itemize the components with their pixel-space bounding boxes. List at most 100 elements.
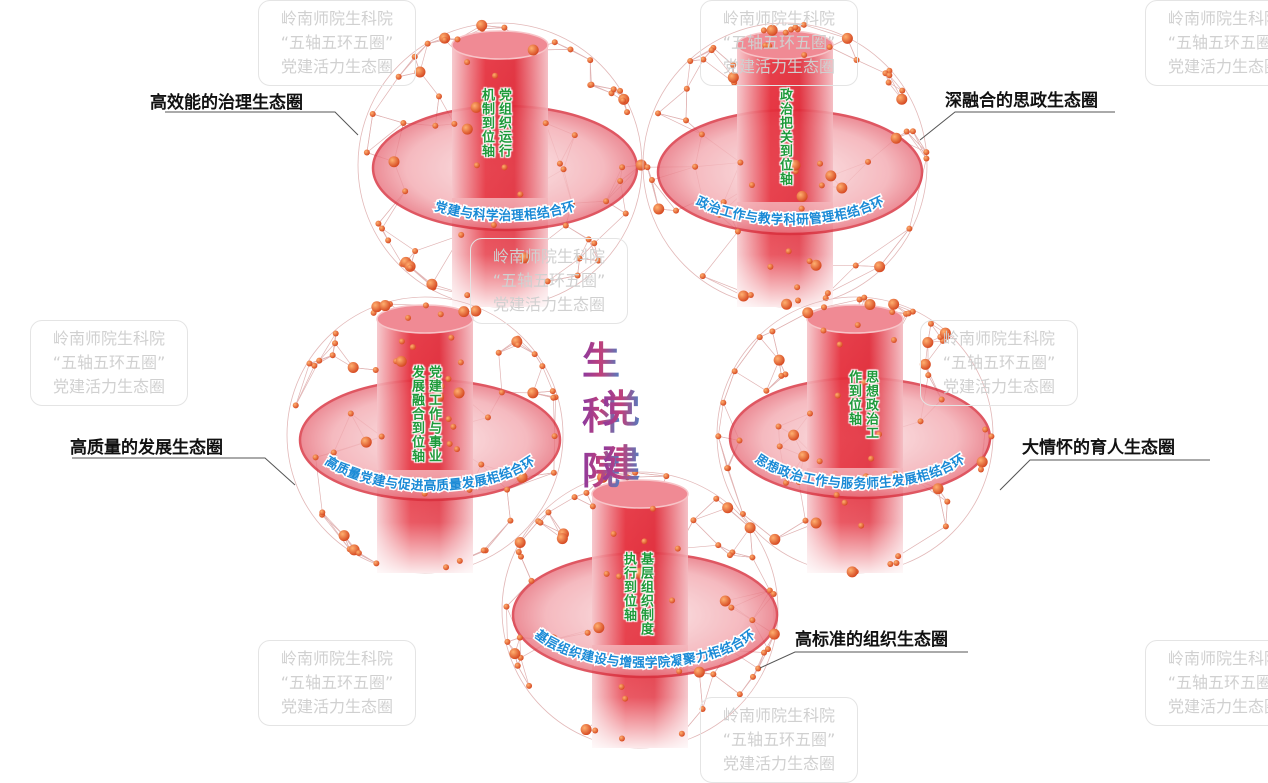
- node-dot: [836, 341, 843, 348]
- node-dot: [454, 36, 461, 43]
- node-dot: [480, 100, 487, 107]
- node-dot: [517, 553, 524, 560]
- node-dot: [852, 262, 859, 269]
- node-dot: [509, 648, 521, 660]
- watermark: 岭南师院生科院“五轴五环五圈”党建活力生态圈: [1145, 0, 1268, 86]
- watermark-line: 党建活力生态圈: [1167, 697, 1268, 716]
- node-dot: [624, 474, 631, 481]
- node-dot: [662, 653, 669, 660]
- node-dot: [692, 163, 699, 170]
- node-dot: [764, 646, 771, 653]
- node-dot: [492, 72, 499, 79]
- node-dot: [319, 509, 326, 516]
- node-dot: [982, 426, 989, 433]
- node-dot: [716, 211, 723, 218]
- node-dot: [480, 547, 487, 554]
- axis-label: 基层组织制度执行到位轴: [621, 552, 653, 636]
- node-dot: [841, 499, 848, 506]
- sphere-governance: 党建与科学治理相结合环: [357, 19, 647, 308]
- axis-label: 党建工作与事业发展融合到位轴: [409, 365, 441, 463]
- watermark-line: “五轴五环五圈”: [280, 33, 394, 52]
- node-dot: [355, 549, 362, 556]
- node-dot: [836, 182, 848, 194]
- node-dot: [618, 735, 625, 742]
- node-dot: [571, 132, 578, 139]
- watermark-line: “五轴五环五圈”: [492, 271, 606, 290]
- node-dot: [794, 284, 801, 291]
- watermark-line: 党建活力生态圈: [942, 377, 1055, 396]
- node-dot: [424, 40, 431, 47]
- node-dot: [698, 131, 705, 138]
- node-dot: [988, 433, 995, 440]
- watermark-line: 党建活力生态圈: [280, 57, 393, 76]
- node-dot: [826, 44, 833, 51]
- node-dot: [446, 440, 453, 447]
- node-dot: [919, 358, 931, 370]
- node-dot: [876, 431, 883, 438]
- node-dot: [516, 634, 523, 641]
- node-dot: [722, 502, 734, 514]
- node-dot: [766, 42, 773, 49]
- node-dot: [644, 164, 651, 171]
- node-dot: [562, 222, 569, 229]
- node-dot: [375, 220, 382, 227]
- node-dot: [687, 57, 694, 64]
- node-dot: [597, 471, 609, 483]
- node-dot: [458, 306, 470, 318]
- node-dot: [710, 671, 717, 678]
- node-dot: [443, 564, 450, 571]
- circle-label: 高质量的发展生态圈: [70, 438, 223, 458]
- node-dot: [433, 391, 445, 403]
- node-dot: [363, 149, 370, 156]
- node-dot: [441, 36, 448, 43]
- node-dot: [588, 81, 595, 88]
- node-dot: [923, 149, 930, 156]
- node-dot: [737, 290, 749, 302]
- node-dot: [617, 87, 624, 94]
- node-dot: [760, 649, 767, 656]
- node-dot: [938, 396, 945, 403]
- node-dot: [767, 263, 774, 270]
- node-dot: [624, 109, 631, 116]
- node-dot: [778, 372, 785, 379]
- node-dot: [690, 517, 697, 524]
- node-dot: [405, 314, 412, 321]
- node-dot: [683, 117, 690, 124]
- node-dot: [673, 207, 680, 214]
- node-dot: [744, 522, 756, 534]
- node-dot: [385, 237, 392, 244]
- node-dot: [747, 291, 754, 298]
- axis-label: 党组织运行机制到位轴: [479, 88, 511, 158]
- node-dot: [769, 328, 776, 335]
- node-dot: [620, 97, 627, 104]
- node-dot: [499, 92, 511, 104]
- node-dot: [464, 59, 471, 66]
- node-dot: [810, 517, 822, 529]
- watermark-line: 党建活力生态圈: [52, 377, 165, 396]
- node-dot: [457, 359, 464, 366]
- node-dot: [795, 297, 802, 304]
- watermark-line: 党建活力生态圈: [722, 754, 835, 773]
- node-dot: [571, 494, 578, 501]
- node-dot: [699, 195, 706, 202]
- node-dot: [556, 160, 563, 167]
- node-dot: [332, 330, 339, 337]
- node-dot: [603, 570, 610, 577]
- node-dot: [551, 39, 558, 46]
- node-dot: [736, 691, 743, 698]
- node-dot: [782, 29, 789, 36]
- node-dot: [622, 695, 629, 702]
- node-dot: [450, 423, 457, 430]
- node-dot: [518, 252, 530, 264]
- watermark: 岭南师院生科院“五轴五环五圈”党建活力生态圈: [470, 238, 628, 324]
- node-dot: [432, 122, 439, 129]
- node-dot: [338, 530, 350, 542]
- node-dot: [887, 561, 894, 568]
- node-dot: [622, 606, 629, 613]
- node-dot: [395, 73, 402, 80]
- node-dot: [422, 302, 429, 309]
- watermark-line: “五轴五环五圈”: [942, 353, 1056, 372]
- node-dot: [445, 416, 452, 423]
- node-dot: [648, 177, 655, 184]
- node-dot: [817, 160, 824, 167]
